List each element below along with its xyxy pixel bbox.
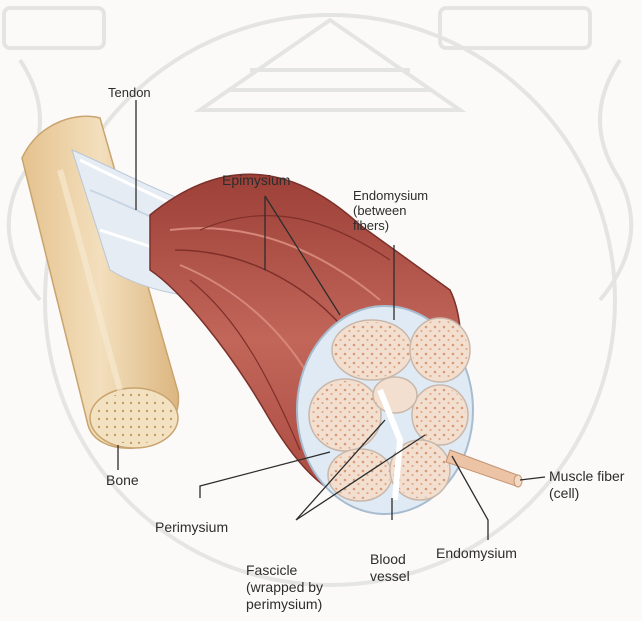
label-perimysium: Perimysium <box>155 519 228 536</box>
label-endomysium: Endomysium <box>436 545 517 562</box>
label-endomysium-between-fibers: Endomysium (between fibers) <box>353 188 428 233</box>
muscle-cross-section <box>297 306 473 514</box>
leader-muscle-fiber <box>520 477 545 480</box>
label-fascicle: Fascicle (wrapped by perimysium) <box>246 562 323 613</box>
label-muscle-fiber: Muscle fiber (cell) <box>549 468 624 502</box>
label-tendon: Tendon <box>108 85 151 100</box>
label-epimysium: Epimysium <box>222 172 290 189</box>
label-bone: Bone <box>106 472 139 489</box>
label-blood-vessel: Blood vessel <box>370 551 410 585</box>
